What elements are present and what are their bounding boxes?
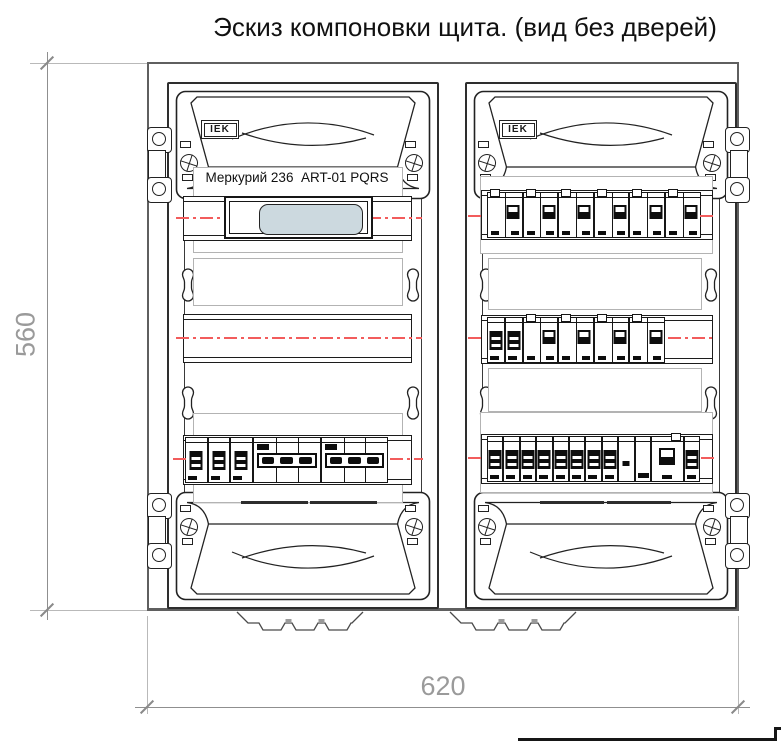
bottom-cover bbox=[175, 491, 431, 601]
device-tp bbox=[252, 437, 321, 483]
extension-line-right bbox=[738, 616, 739, 714]
device-sp bbox=[585, 436, 602, 482]
dimension-width-label: 620 bbox=[420, 671, 466, 701]
keyhole-cutout bbox=[704, 268, 718, 302]
title-block-corner bbox=[774, 727, 777, 741]
keyhole-cutout bbox=[406, 386, 420, 420]
cable-gland-strip bbox=[235, 611, 365, 633]
device-sp bbox=[487, 436, 504, 482]
plastron-slot bbox=[241, 501, 308, 504]
device-dp bbox=[558, 314, 594, 363]
keyhole-cutout bbox=[181, 386, 195, 420]
hinge bbox=[146, 493, 172, 569]
centerline bbox=[668, 337, 714, 339]
plastron-window bbox=[488, 258, 702, 310]
extension-line-left bbox=[147, 616, 148, 714]
device-sp bbox=[519, 436, 537, 482]
title-block-corner bbox=[774, 727, 781, 730]
plastron-edge bbox=[421, 92, 422, 599]
device-sp bbox=[185, 437, 208, 483]
screw-tab bbox=[182, 538, 193, 545]
plastron-window bbox=[488, 368, 702, 412]
hinge bbox=[724, 493, 750, 569]
screw-tab bbox=[478, 505, 489, 512]
keyhole-cutout bbox=[406, 268, 420, 302]
screw-tab bbox=[705, 538, 716, 545]
extension-line-top bbox=[30, 63, 148, 64]
device-sp bbox=[230, 437, 253, 483]
extension-line-bottom bbox=[30, 610, 148, 611]
device-aux bbox=[618, 436, 635, 482]
top-cover: IEK bbox=[473, 90, 729, 200]
plastron-window bbox=[193, 258, 403, 306]
centerline bbox=[468, 215, 484, 217]
title-block-corner bbox=[518, 738, 776, 741]
device-sp bbox=[683, 436, 701, 482]
screw-tab bbox=[703, 505, 714, 512]
electricity-meter bbox=[224, 196, 373, 239]
centerline bbox=[390, 458, 423, 460]
iek-logo: IEK bbox=[499, 120, 537, 139]
page-title: Эскиз компоновки щита. (вид без дверей) bbox=[213, 12, 717, 42]
hinge bbox=[724, 127, 750, 203]
dimension-line-vertical bbox=[47, 52, 48, 620]
plastron-edge bbox=[719, 92, 720, 599]
keyhole-cutout bbox=[181, 268, 195, 302]
device-sp bbox=[503, 436, 520, 482]
dimension-height-label: 560 bbox=[10, 311, 41, 358]
meter-label: Меркурий 236 ART-01 PQRS bbox=[205, 170, 389, 185]
screw-tab bbox=[182, 174, 193, 181]
screw-tab bbox=[180, 505, 191, 512]
plastron-slot bbox=[540, 501, 604, 504]
screw-tab bbox=[703, 141, 714, 148]
plastron-slot bbox=[310, 501, 377, 504]
hinge bbox=[146, 127, 172, 203]
breaker-row-3 bbox=[487, 433, 701, 482]
device-sp bbox=[552, 436, 569, 482]
centerline bbox=[468, 457, 484, 459]
screw-tab bbox=[405, 141, 416, 148]
device-dp bbox=[487, 189, 523, 238]
dimension-line-horizontal bbox=[135, 707, 750, 708]
breaker-row-2 bbox=[487, 314, 665, 363]
device-dp bbox=[558, 189, 594, 238]
screw-tab bbox=[478, 141, 489, 148]
device-dp bbox=[593, 314, 630, 363]
device-dp bbox=[629, 189, 665, 238]
device-dp bbox=[522, 314, 559, 363]
plastron-slot bbox=[607, 501, 671, 504]
device-sp bbox=[504, 317, 523, 363]
device-dp bbox=[522, 189, 559, 238]
device-sw bbox=[650, 433, 684, 482]
centerline bbox=[701, 457, 716, 459]
screw-tab bbox=[405, 505, 416, 512]
device-sp bbox=[568, 436, 586, 482]
device-tp bbox=[320, 437, 389, 483]
device-dp bbox=[593, 189, 630, 238]
centerline bbox=[700, 215, 715, 217]
device-sp bbox=[487, 317, 505, 363]
centerline bbox=[176, 337, 422, 339]
screw-tab bbox=[180, 141, 191, 148]
device-blank bbox=[634, 436, 651, 482]
screw-tab bbox=[480, 538, 491, 545]
device-dp bbox=[664, 189, 701, 238]
device-sp bbox=[536, 436, 553, 482]
breaker-row-left bbox=[185, 437, 389, 483]
screw-tab bbox=[407, 538, 418, 545]
centerline bbox=[173, 458, 187, 460]
meter-display bbox=[259, 204, 363, 235]
device-dp bbox=[629, 314, 665, 363]
device-sp bbox=[207, 437, 231, 483]
screw-tab bbox=[407, 174, 418, 181]
iek-logo: IEK bbox=[201, 120, 239, 139]
centerline bbox=[468, 337, 484, 339]
cable-gland-strip bbox=[448, 611, 578, 633]
breaker-row-1 bbox=[487, 189, 701, 238]
bottom-cover bbox=[473, 491, 729, 601]
device-sp bbox=[601, 436, 619, 482]
